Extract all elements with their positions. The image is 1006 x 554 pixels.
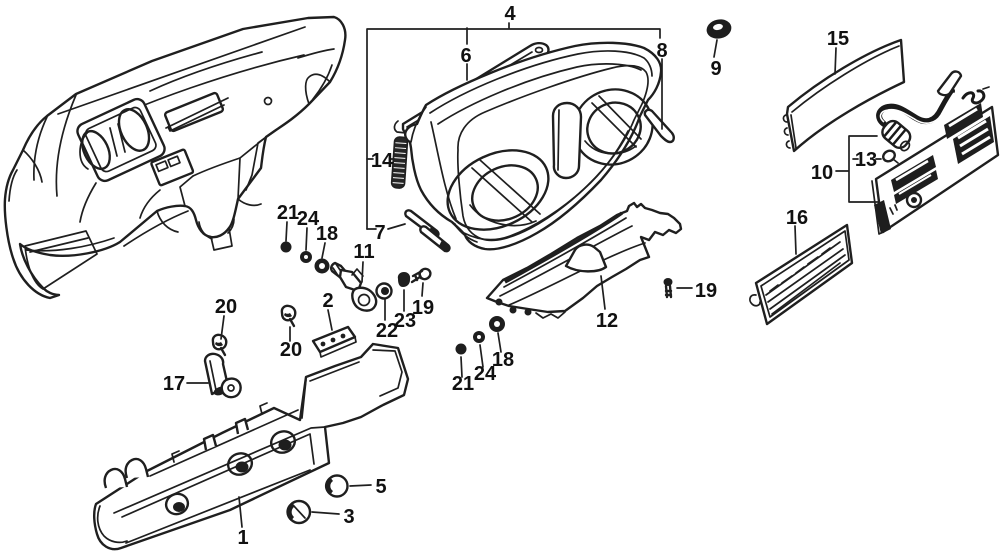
- svg-text:18: 18: [316, 223, 338, 245]
- svg-text:16: 16: [786, 207, 808, 229]
- svg-text:9: 9: [710, 58, 721, 80]
- svg-text:8: 8: [656, 40, 667, 62]
- svg-text:11: 11: [353, 241, 374, 263]
- svg-text:24: 24: [474, 363, 497, 385]
- svg-text:18: 18: [492, 349, 514, 371]
- svg-text:20: 20: [280, 339, 302, 361]
- svg-text:3: 3: [343, 506, 354, 528]
- svg-text:1: 1: [237, 527, 248, 549]
- svg-text:17: 17: [163, 373, 185, 395]
- svg-text:7: 7: [374, 222, 385, 244]
- svg-text:19: 19: [695, 280, 717, 302]
- svg-text:4: 4: [504, 3, 516, 25]
- svg-text:22: 22: [376, 320, 398, 342]
- svg-text:19: 19: [412, 297, 434, 319]
- svg-text:15: 15: [827, 28, 849, 50]
- svg-text:21: 21: [277, 202, 299, 224]
- svg-text:13: 13: [855, 149, 877, 171]
- svg-text:2: 2: [322, 290, 333, 312]
- svg-text:21: 21: [452, 373, 474, 395]
- svg-text:24: 24: [297, 208, 320, 230]
- svg-text:20: 20: [215, 296, 237, 318]
- svg-text:14: 14: [371, 150, 394, 172]
- svg-text:5: 5: [375, 476, 386, 498]
- svg-text:6: 6: [460, 45, 471, 67]
- svg-text:12: 12: [596, 310, 618, 332]
- svg-text:23: 23: [394, 310, 416, 332]
- svg-text:10: 10: [811, 162, 833, 184]
